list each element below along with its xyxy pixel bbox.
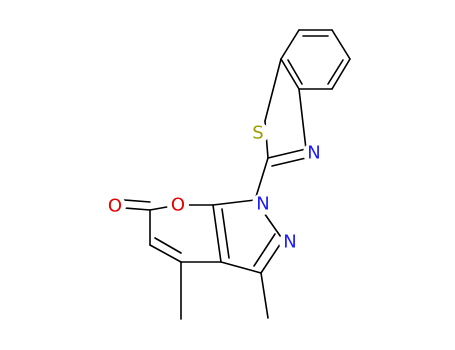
bond xyxy=(260,272,269,319)
bond xyxy=(331,29,351,60)
bond xyxy=(327,59,344,85)
atom-label-background xyxy=(252,193,274,215)
bond xyxy=(254,157,269,201)
atom-label-background xyxy=(279,231,301,253)
bond xyxy=(287,59,303,85)
bond xyxy=(221,208,230,259)
bond xyxy=(220,261,262,274)
bond xyxy=(264,58,282,122)
bond xyxy=(331,58,351,90)
atom-label-background xyxy=(247,122,269,144)
sulfur-atom-label: S xyxy=(252,123,263,144)
bond xyxy=(280,58,300,90)
bond xyxy=(123,207,151,211)
nitrogen-atom-label: N xyxy=(307,143,320,164)
atom-label-background xyxy=(104,195,126,217)
bond xyxy=(123,199,151,203)
ring-oxygen-atom-label: O xyxy=(171,195,185,216)
nitrogen-atom-label: N xyxy=(283,232,296,253)
bond xyxy=(253,233,276,267)
atom-label-background xyxy=(167,194,189,216)
bond xyxy=(154,237,182,254)
bond xyxy=(212,204,222,263)
atom-label-background xyxy=(303,142,325,164)
bond xyxy=(298,88,307,150)
bond xyxy=(271,157,307,167)
bond xyxy=(267,148,307,159)
bond xyxy=(280,29,300,60)
nitrogen-atom-label: N xyxy=(256,194,269,215)
bond xyxy=(260,239,284,274)
bond xyxy=(212,199,256,206)
carbonyl-oxygen-atom-label: O xyxy=(108,196,122,217)
bond xyxy=(149,244,182,263)
atom-labels: S N O N O N xyxy=(104,122,325,253)
